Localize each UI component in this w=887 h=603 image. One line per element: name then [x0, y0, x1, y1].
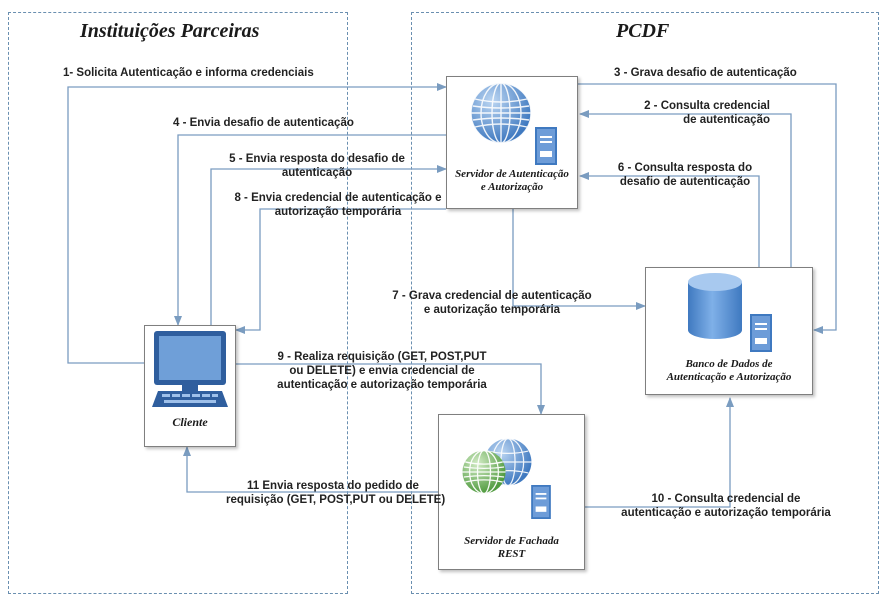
arrow-step-1: [67, 83, 447, 364]
step-8-label: 8 - Envia credencial de autenticação e a…: [234, 192, 442, 218]
database-icon: [688, 273, 742, 339]
server-icon: [535, 127, 557, 165]
rest-server-node: Servidor de Fachada REST: [438, 414, 585, 570]
step-3-label: 3 - Grava desafio de autenticação: [614, 67, 797, 79]
arrow-step-2: [579, 110, 792, 267]
client-label: Cliente: [172, 415, 208, 429]
step-11-label: 11 Envia resposta do pedido de requisiçã…: [226, 480, 446, 506]
client-node: Cliente: [144, 325, 236, 447]
server-icon: [750, 314, 772, 352]
auth-server-label: Servidor de Autenticação e Autorização: [455, 168, 569, 193]
monitor-icon: [152, 331, 228, 407]
pcdf-title: PCDF: [616, 20, 670, 42]
partner-institutions-title: Instituições Parceiras: [80, 20, 260, 42]
globe-icon: [462, 449, 506, 495]
step-5-label: 5 - Envia resposta do desafio de autenti…: [229, 153, 405, 179]
database-label: Banco de Dados de Autenticação e Autoriz…: [666, 358, 792, 383]
step-7-label: 7 - Grava credencial de autenticação e a…: [392, 290, 592, 316]
database-node: Banco de Dados de Autenticação e Autoriz…: [645, 267, 813, 395]
step-9-label: 9 - Realiza requisição (GET, POST,PUT ou…: [277, 351, 487, 391]
arrow-step-3: [577, 83, 837, 334]
partner-institutions-region: [8, 12, 348, 594]
rest-server-label: Servidor de Fachada REST: [464, 535, 559, 560]
arrow-step-7: [512, 209, 646, 310]
globe-icon: [470, 82, 532, 144]
arrow-step-8: [235, 208, 446, 334]
arrow-step-10: [585, 397, 734, 508]
arrow-step-5: [210, 165, 447, 325]
arrow-step-11: [183, 446, 438, 493]
arrow-step-9: [236, 363, 545, 415]
step-6-label: 6 - Consulta resposta do desafio de aute…: [617, 162, 753, 188]
pcdf-region: [411, 12, 879, 594]
arrow-step-4: [174, 134, 446, 326]
step-1-label: 1- Solicita Autenticação e informa crede…: [63, 67, 314, 79]
step-4-label: 4 - Envia desafio de autenticação: [173, 117, 354, 129]
arrow-step-6: [579, 172, 760, 267]
server-icon: [531, 485, 551, 519]
step-10-label: 10 - Consulta credencial de autenticação…: [621, 493, 831, 519]
auth-server-node: Servidor de Autenticação e Autorização: [446, 76, 578, 209]
step-2-label: 2 - Consulta credencial de autenticação: [644, 100, 770, 126]
